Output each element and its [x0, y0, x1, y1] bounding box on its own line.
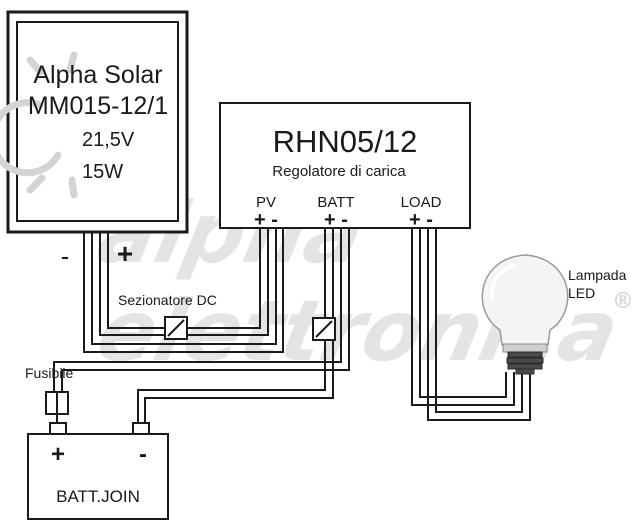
panel-power: 15W: [82, 161, 123, 183]
panel-minus-terminal: -: [61, 241, 70, 271]
dc-switch-pv-slash: [167, 319, 185, 337]
lamp-label-line2: LED: [568, 285, 595, 301]
wire-batt-plus-inner: [53, 228, 342, 392]
wire-load-minus-outer: [411, 228, 515, 406]
pv-polarity: + -: [254, 209, 278, 231]
wire-load-plus-inner: [435, 228, 523, 413]
bulb-screw-thread: [506, 357, 544, 364]
dc-switch-batt-slash: [315, 320, 333, 338]
bulb-contact: [515, 368, 535, 375]
solar-panel-inner-frame: [16, 21, 179, 222]
bulb-screw-thread: [507, 363, 543, 370]
pv-label: PV: [256, 194, 276, 211]
wire-batt-minus-inner: [137, 228, 326, 425]
panel-voltage: 21,5V: [82, 129, 135, 151]
load-label: LOAD: [401, 194, 442, 211]
wire-batt-minus-outer: [144, 228, 334, 425]
wire-panel-minus-outer: [83, 228, 284, 353]
batt-label: BATT: [317, 194, 354, 211]
charge-controller: RHN05/12 Regolatore di carica PV + - BAT…: [219, 102, 471, 231]
wire-load-plus-outer: [427, 228, 531, 421]
fuse-label: Fusibile: [25, 365, 73, 381]
controller-subtitle: Regolatore di carica: [272, 163, 406, 180]
led-lamp: Lampada LED: [481, 254, 627, 375]
battery-body: [27, 433, 169, 520]
fuse: Fusibile: [25, 365, 73, 425]
controller-box: [219, 102, 471, 229]
bulb-collar: [502, 343, 548, 353]
sun-icon: [0, 51, 78, 199]
dc-switch-label: Sezionatore DC: [118, 292, 217, 308]
bulb-screw-thread: [507, 351, 543, 358]
panel-model: MM015-12/1: [28, 92, 168, 120]
solar-panel-outer-frame: [6, 10, 189, 234]
battery-minus-label: -: [139, 441, 147, 468]
battery-label: BATT.JOIN: [56, 487, 140, 506]
load-polarity: + -: [409, 209, 433, 231]
wire-batt-plus-outer: [61, 228, 350, 392]
wire-panel-minus-inner: [91, 228, 277, 345]
bulb-screw-base: [506, 351, 544, 375]
lamp-label-line1: Lampada: [568, 267, 627, 283]
wire-load-minus-inner: [419, 228, 507, 398]
panel-brand: Alpha Solar: [33, 61, 162, 89]
solar-panel: Alpha Solar MM015-12/1 21,5V 15W - +: [0, 10, 189, 271]
batt-polarity: + -: [324, 209, 348, 231]
panel-plus-terminal: +: [117, 238, 133, 269]
bulb-highlight: [489, 263, 517, 301]
battery: + - BATT.JOIN: [27, 422, 169, 520]
battery-plus-label: +: [51, 441, 65, 468]
bulb-glass: [481, 254, 569, 346]
watermark-registered: ®: [612, 289, 634, 314]
dc-disconnector: Sezionatore DC: [118, 292, 336, 341]
controller-model: RHN05/12: [273, 124, 418, 159]
